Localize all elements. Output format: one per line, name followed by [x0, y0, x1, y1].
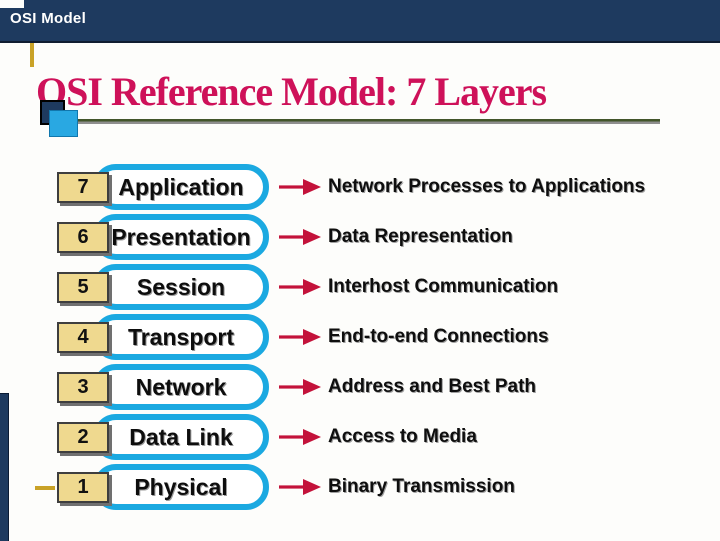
arrow-right-icon	[279, 479, 321, 495]
layer-description: Binary Transmission	[328, 476, 515, 497]
layer-name: Data Link	[129, 423, 233, 450]
layer-number-box: 5	[57, 271, 109, 303]
layer-box: Application	[93, 164, 269, 210]
layer-name: Physical	[134, 473, 228, 500]
layer-number: 3	[77, 375, 89, 398]
layer-description: Address and Best Path	[328, 376, 536, 397]
layer-name: Presentation	[111, 223, 251, 250]
layer-row: 6 Presentation Data Representation	[57, 212, 645, 262]
layer-row: 2 Data Link Access to Media	[57, 412, 645, 462]
layer-number-box: 1	[57, 471, 109, 503]
layer-number: 4	[77, 325, 89, 348]
layer-description: Access to Media	[328, 426, 477, 447]
decor-blue-square	[49, 110, 78, 137]
page-title: OSI Reference Model: 7 Layers	[36, 69, 547, 114]
layer-name: Session	[136, 273, 226, 300]
layer-number: 7	[77, 175, 89, 198]
arrow-right-icon	[279, 229, 321, 245]
layer-row: 3 Network Address and Best Path	[57, 362, 645, 412]
layer-row: 7 Application Network Processes to Appli…	[57, 162, 645, 212]
layer-number-box: 2	[57, 421, 109, 453]
layer-number-box: 7	[57, 171, 109, 203]
layer-box: Data Link	[93, 414, 269, 460]
top-left-notch	[0, 0, 24, 8]
layer-number-box: 6	[57, 221, 109, 253]
gold-dash-line	[35, 486, 55, 490]
layer-row: 1 Physical Binary Transmission	[57, 462, 645, 512]
layer-number: 6	[77, 225, 89, 248]
arrow-right-icon	[279, 429, 321, 445]
layer-description: Network Processes to Applications	[328, 176, 646, 197]
layer-number: 5	[77, 275, 89, 298]
layer-number: 2	[77, 425, 89, 448]
slide-header-bar: OSI Model	[0, 0, 720, 43]
gold-tick-line	[30, 43, 34, 67]
slide-header-title: OSI Model	[10, 10, 87, 27]
layer-row: 5 Session Interhost Communication	[57, 262, 645, 312]
layer-box: Session	[93, 264, 269, 310]
layer-number-box: 3	[57, 371, 109, 403]
layer-description: Data Representation	[328, 226, 513, 247]
layer-name: Application	[118, 173, 244, 200]
layer-name: Network	[135, 373, 227, 400]
arrow-right-icon	[279, 279, 321, 295]
arrow-right-icon	[279, 329, 321, 345]
layer-box: Presentation	[93, 214, 269, 260]
layer-number-box: 4	[57, 321, 109, 353]
layer-name: Transport	[127, 323, 235, 350]
layer-box: Transport	[93, 314, 269, 360]
layer-row: 4 Transport End-to-end Connections	[57, 312, 645, 362]
layer-number: 1	[77, 475, 89, 498]
left-edge-navy-bar	[0, 393, 9, 541]
title-underline	[76, 119, 660, 124]
layer-box: Physical	[93, 464, 269, 510]
layer-description: Interhost Communication	[328, 276, 559, 297]
osi-layer-stack: 7 Application Network Processes to Appli…	[57, 162, 645, 512]
layer-box: Network	[93, 364, 269, 410]
arrow-right-icon	[279, 379, 321, 395]
arrow-right-icon	[279, 179, 321, 195]
layer-description: End-to-end Connections	[328, 326, 549, 347]
